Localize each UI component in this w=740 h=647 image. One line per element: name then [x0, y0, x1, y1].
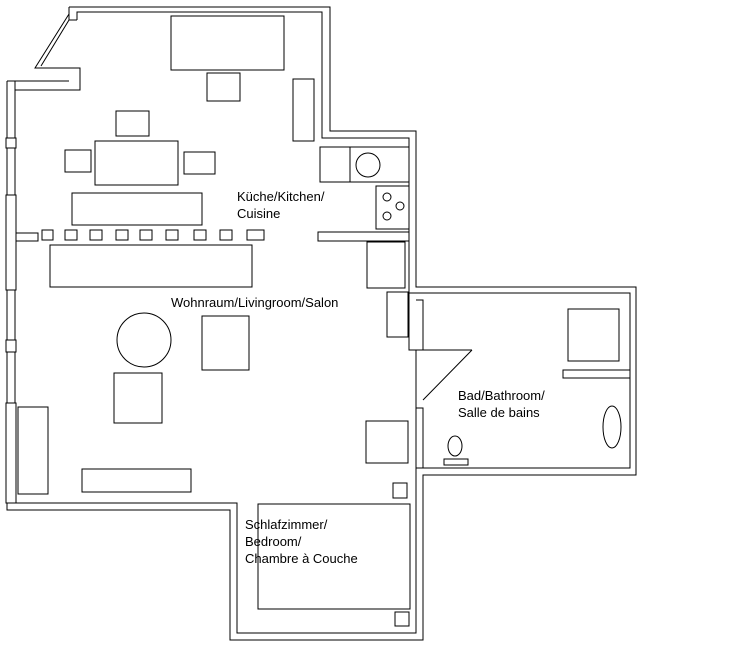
bedroom-label-line: Bedroom/ — [245, 534, 302, 549]
cabinet-right — [366, 241, 406, 289]
toilet-base — [443, 458, 469, 466]
bathroom-label-line: Bad/Bathroom/ — [458, 388, 545, 403]
divider-post — [219, 229, 233, 241]
dining-table — [94, 140, 179, 186]
kitchen-counter — [319, 146, 351, 183]
dining-chair — [64, 149, 92, 173]
stove-burner-icon — [382, 192, 392, 202]
sink-icon — [355, 152, 381, 178]
small-box — [392, 482, 408, 499]
divider-post — [64, 229, 78, 241]
toilet-icon — [447, 435, 463, 457]
kitchen-label-line: Cuisine — [237, 206, 280, 221]
divider-wall — [15, 232, 39, 242]
wall-segment — [5, 402, 17, 504]
bathroom-label: Bad/Bathroom/ Salle de bains — [458, 388, 548, 420]
divider-post — [139, 229, 153, 241]
low-shelf — [81, 468, 192, 493]
armchair — [201, 315, 250, 371]
cabinet-right-small — [386, 291, 409, 338]
bench — [71, 192, 203, 226]
divider-post — [246, 229, 265, 241]
bathroom-label-line: Salle de bains — [458, 405, 540, 420]
divider-post — [89, 229, 103, 241]
dining-chair — [115, 110, 150, 137]
bedroom-label-line: Chambre à Couche — [245, 551, 358, 566]
bathroom-wall — [408, 293, 424, 468]
sideboard — [170, 15, 285, 71]
outer-wall-inner — [14, 11, 631, 634]
window-post — [5, 339, 17, 353]
divider-wall-right — [317, 231, 410, 242]
living-room-label: Wohnraum/Livingroom/Salon — [171, 295, 338, 310]
entrance-door-angle — [14, 7, 81, 91]
cabinet-lower-right — [365, 420, 409, 464]
round-table-icon — [116, 312, 172, 368]
sofa — [49, 244, 253, 288]
wall-segment — [5, 194, 17, 291]
living-room-label-line: Wohnraum/Livingroom/Salon — [171, 295, 338, 310]
stove-burner-icon — [382, 211, 392, 221]
divider-post — [115, 229, 129, 241]
bedroom-label-line: Schlafzimmer/ — [245, 517, 328, 532]
bathroom-door-swing — [422, 349, 473, 401]
tall-cabinet — [292, 78, 315, 142]
dining-chair — [183, 151, 216, 175]
divider-post — [165, 229, 179, 241]
bed-corner-box — [394, 611, 410, 627]
bathroom-ledge — [562, 369, 631, 379]
divider-post — [41, 229, 54, 241]
bedroom-label: Schlafzimmer/ Bedroom/ Chambre à Couche — [245, 517, 358, 566]
bed — [257, 503, 411, 610]
kitchen-label-line: Küche/Kitchen/ — [237, 189, 325, 204]
window-post — [5, 137, 17, 149]
shower-tray — [567, 308, 620, 362]
tall-shelf — [17, 406, 49, 495]
entrance-door-swing — [40, 19, 70, 67]
kitchen-label: Küche/Kitchen/ Cuisine — [237, 189, 328, 221]
divider-post — [193, 229, 207, 241]
small-cabinet — [206, 72, 241, 102]
armchair — [113, 372, 163, 424]
outer-wall-outer — [6, 6, 637, 641]
bathtub-icon — [602, 405, 622, 449]
stove-burner-icon — [395, 201, 405, 211]
